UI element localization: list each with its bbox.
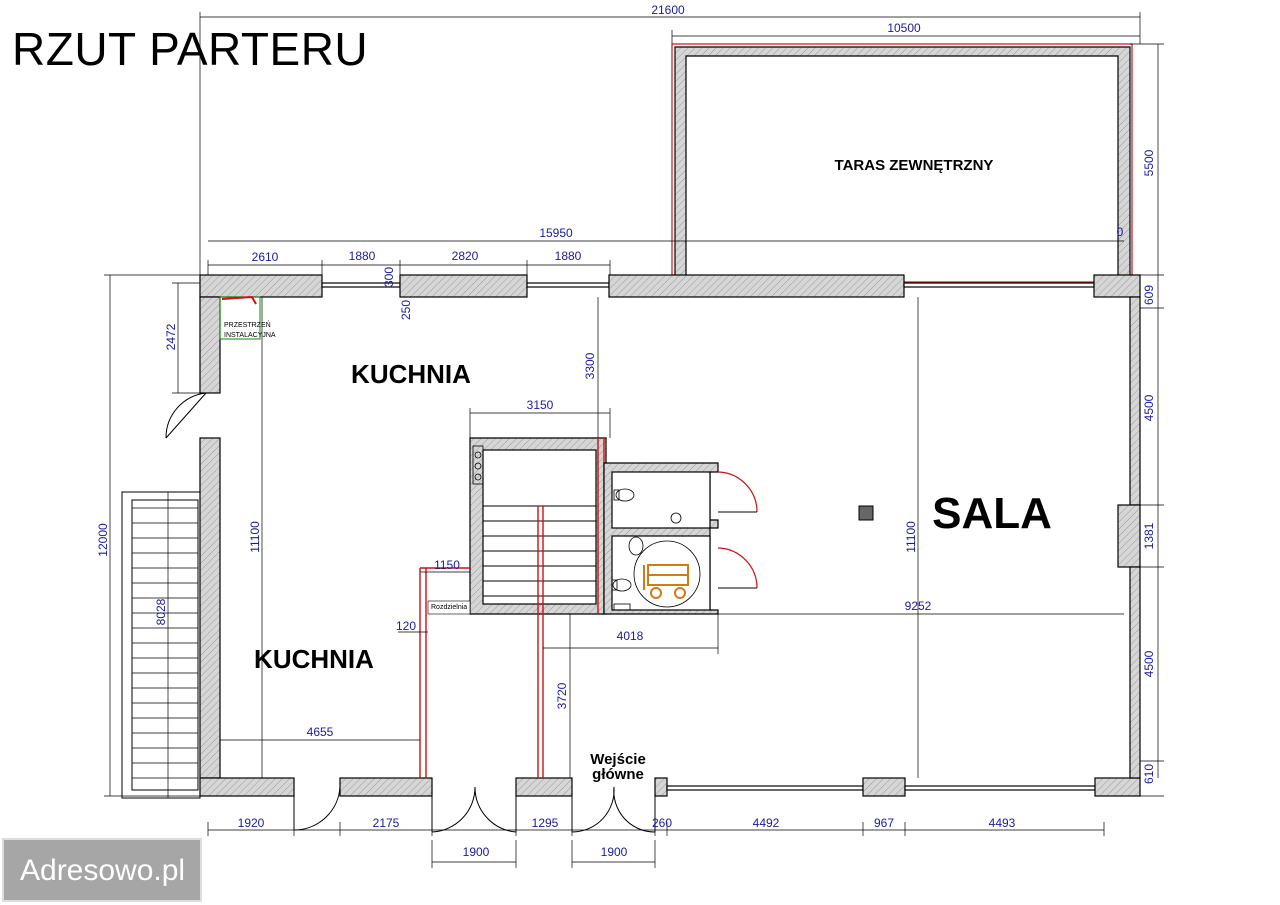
watermark-text: Adresowo.pl bbox=[20, 854, 186, 887]
external-stairs bbox=[121, 491, 201, 799]
dim-bot-1295: 1295 bbox=[532, 816, 559, 830]
dim-bot-1920: 1920 bbox=[238, 816, 265, 830]
wc-door-leaves bbox=[718, 511, 757, 589]
dim-sill-300: 300 bbox=[382, 267, 396, 287]
dim-terrace-small: 0 bbox=[1117, 225, 1124, 239]
dim-top-2: 1880 bbox=[349, 249, 376, 263]
dimension-labels: 21600 10500 5500 0 15950 2610 1880 2820 … bbox=[96, 3, 1156, 859]
installation-label-1: PRZESTRZEŃ bbox=[224, 320, 271, 329]
wc-block bbox=[603, 462, 719, 615]
stair-core bbox=[469, 437, 607, 615]
dim-top-3: 2820 bbox=[452, 249, 479, 263]
dim-right-1381: 1381 bbox=[1142, 522, 1156, 549]
watermark-badge: Adresowo.pl bbox=[2, 838, 202, 902]
wc-fixtures bbox=[611, 488, 701, 611]
dim-terrace-width: 10500 bbox=[887, 21, 921, 35]
dim-right-4500a: 4500 bbox=[1142, 394, 1156, 421]
side-door bbox=[165, 392, 207, 439]
dim-inner-depth-left: 11100 bbox=[248, 521, 262, 553]
dim-sill-250: 250 bbox=[399, 300, 413, 320]
column bbox=[858, 505, 874, 521]
dim-top-4: 1880 bbox=[555, 249, 582, 263]
dim-left-2472: 2472 bbox=[164, 323, 178, 350]
dim-9252: 9252 bbox=[905, 599, 932, 613]
stair-fixtures bbox=[472, 445, 484, 485]
dim-total-width: 21600 bbox=[651, 3, 685, 17]
dim-inner-depth-right: 11100 bbox=[904, 521, 918, 553]
dim-bot-4492: 4492 bbox=[753, 816, 780, 830]
dim-3720: 3720 bbox=[555, 682, 569, 709]
dim-top-1: 2610 bbox=[252, 250, 279, 264]
dim-ext-stair: 8028 bbox=[154, 598, 168, 625]
switchboard-label: Rozdzielnia bbox=[431, 604, 467, 611]
switchboard: Rozdzielnia bbox=[427, 600, 471, 615]
dim-inner-width: 15950 bbox=[539, 226, 573, 240]
dim-bot-260: 260 bbox=[652, 816, 672, 830]
dim-3150: 3150 bbox=[527, 398, 554, 412]
dim-door-1900a: 1900 bbox=[463, 845, 490, 859]
external-stair-treads bbox=[132, 507, 198, 779]
room-label-terrace: TARAS ZEWNĘTRZNY bbox=[835, 157, 994, 174]
room-label-kitchen-bottom: KUCHNIA bbox=[254, 644, 374, 674]
entrance-label-2: główne bbox=[592, 766, 644, 783]
dimension-lines bbox=[104, 12, 1164, 868]
exterior-walls bbox=[199, 274, 1141, 797]
page-title: RZUT PARTERU bbox=[12, 23, 369, 75]
wheelchair-icon bbox=[643, 564, 689, 599]
installation-label-2: INSTALACYJNA bbox=[224, 332, 276, 339]
dim-bot-967: 967 bbox=[874, 816, 894, 830]
room-label-kitchen-top: KUCHNIA bbox=[351, 359, 471, 389]
wc-doors bbox=[717, 471, 758, 589]
entrance-label-1: Wejście bbox=[590, 751, 646, 768]
dim-bot-2175: 2175 bbox=[373, 816, 400, 830]
dim-right-609: 609 bbox=[1142, 285, 1156, 305]
dim-120: 120 bbox=[396, 619, 416, 633]
dim-1150: 1150 bbox=[434, 558, 460, 572]
dim-total-depth: 12000 bbox=[96, 523, 110, 557]
dim-4655: 4655 bbox=[307, 725, 334, 739]
stair-treads bbox=[483, 505, 596, 597]
dim-door-1900b: 1900 bbox=[601, 845, 628, 859]
installation-space: PRZESTRZEŃ INSTALACYJNA bbox=[219, 295, 276, 340]
dim-3300: 3300 bbox=[583, 352, 597, 379]
dim-4018: 4018 bbox=[617, 629, 644, 643]
dim-right-4500b: 4500 bbox=[1142, 650, 1156, 677]
dim-bot-4493: 4493 bbox=[989, 816, 1016, 830]
dim-right-610: 610 bbox=[1142, 764, 1156, 784]
dim-terrace-depth: 5500 bbox=[1142, 149, 1156, 176]
room-label-hall: SALA bbox=[932, 489, 1052, 538]
